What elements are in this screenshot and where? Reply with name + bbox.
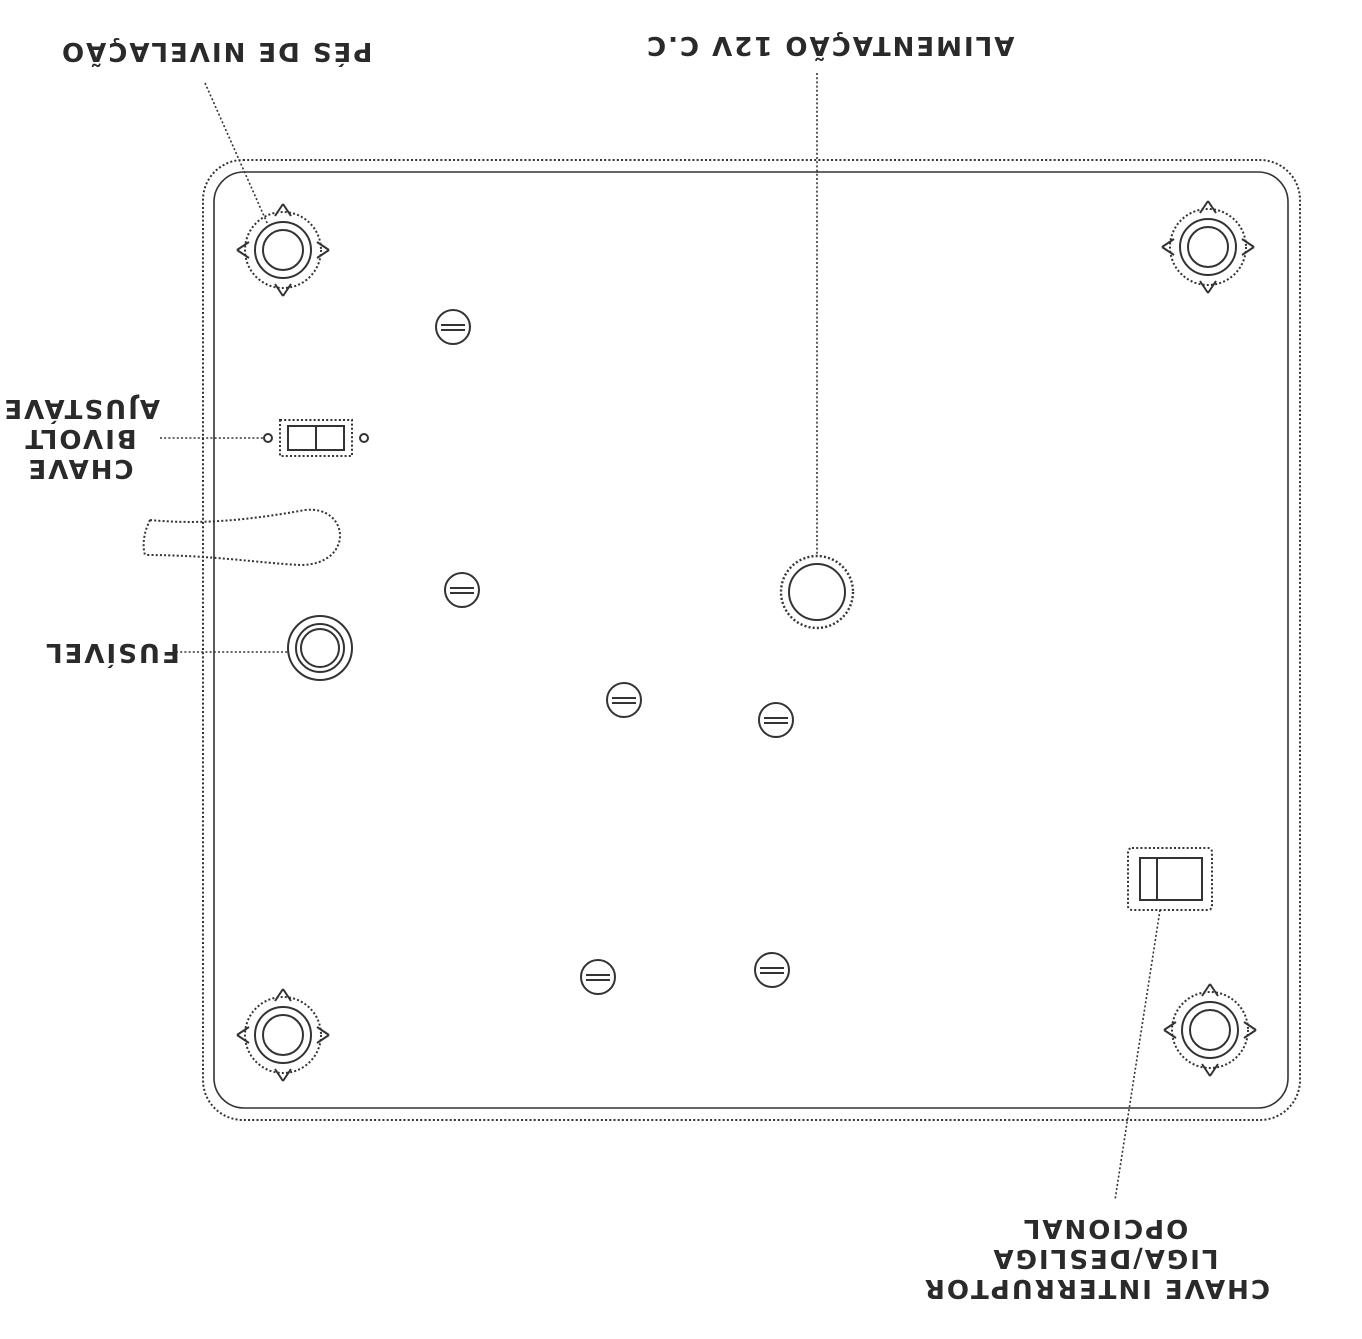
screw-2 bbox=[444, 572, 480, 608]
label-bivolt-line-3: CHAVE bbox=[26, 453, 134, 483]
power-switch bbox=[1127, 847, 1213, 911]
label-power-switch: CHAVE INTERRUPTOR LIGA/DESLIGA OPCIONAL bbox=[922, 1213, 1270, 1303]
label-power-input: ALIMENTAÇÃO 12V C.C bbox=[645, 30, 1015, 60]
leveling-foot-bottom-right bbox=[1163, 983, 1257, 1077]
screw-4 bbox=[758, 702, 794, 738]
screw-3 bbox=[606, 682, 642, 718]
label-fuse: FUSÍVEL bbox=[44, 637, 180, 667]
power-cable bbox=[142, 508, 341, 567]
label-power-switch-line-2: LIGA/DESLIGA bbox=[991, 1243, 1219, 1273]
screw-6 bbox=[754, 952, 790, 988]
label-power-switch-line-3: OPCIONAL bbox=[1021, 1213, 1189, 1243]
fuse-holder bbox=[287, 615, 353, 681]
label-leveling-feet: PÉS DE NIVELAÇÃO bbox=[60, 36, 373, 66]
leveling-foot-top-left bbox=[236, 203, 330, 297]
screw-5 bbox=[580, 959, 616, 995]
leveling-foot-bottom-left bbox=[236, 988, 330, 1082]
housing-outer bbox=[202, 159, 1301, 1121]
power-input-jack bbox=[779, 554, 855, 630]
housing-inner bbox=[213, 171, 1289, 1109]
label-bivolt-line-2: BIVOLT bbox=[23, 423, 137, 453]
bivolt-switch bbox=[263, 419, 369, 457]
leader-lines bbox=[160, 73, 1161, 1201]
leveling-foot-top-right bbox=[1161, 200, 1255, 294]
label-bivolt-switch: CHAVE BIVOLT AJUSTÁVEL bbox=[0, 393, 160, 483]
label-bivolt-line-1: AJUSTÁVEL bbox=[0, 393, 160, 423]
label-power-switch-line-1: CHAVE INTERRUPTOR bbox=[922, 1273, 1270, 1303]
screw-1 bbox=[435, 309, 471, 345]
